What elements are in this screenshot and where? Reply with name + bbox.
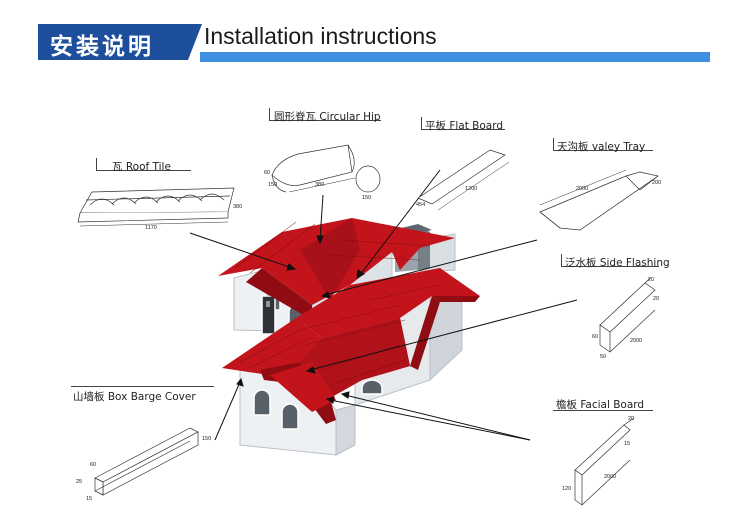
svg-text:15: 15	[86, 496, 92, 502]
roof-tile-label: 瓦 Roof Tile	[112, 161, 171, 173]
page-title-english: Installation instructions	[204, 23, 437, 49]
flat-board-label-tick	[421, 117, 422, 130]
svg-text:1200: 1200	[465, 186, 477, 192]
box-barge-cover-drawing: 60 25 150 15	[76, 427, 211, 502]
roof-tile-label-line	[96, 170, 191, 171]
svg-text:2000: 2000	[604, 474, 616, 480]
side-flashing-label: 泛水板 Side Flashing	[565, 257, 670, 269]
page-title-chinese: 安装说明	[50, 34, 154, 60]
roof	[218, 218, 480, 424]
roof-tile-label-tick	[96, 158, 97, 171]
title-badge	[38, 24, 188, 60]
side-flashing-label-tick	[561, 254, 562, 267]
circular-hip-drawing: 380 60 150 150	[264, 144, 381, 201]
svg-text:25: 25	[76, 479, 82, 485]
flat-board-label-line	[421, 129, 505, 130]
title-underline-bar	[200, 52, 710, 62]
box-barge-cover-label: 山墙板 Box Barge Cover	[73, 391, 196, 403]
svg-text:20: 20	[653, 296, 659, 302]
flat-board-drawing: 1200 454	[416, 149, 510, 211]
facial-board-label: 檐板 Facial Board	[556, 399, 645, 411]
svg-text:380: 380	[315, 182, 324, 188]
circular-hip-label-line	[269, 120, 381, 121]
facial-board-label-line	[553, 410, 653, 411]
side-flashing-drawing: 20 20 60 50 2000	[592, 277, 659, 360]
roof-tile-drawing: 1170 380	[77, 187, 242, 231]
side-flashing-label-line	[561, 266, 659, 267]
box-barge-cover-label-line	[71, 386, 214, 387]
valley-tray-label-tick	[553, 138, 554, 151]
svg-text:120: 120	[562, 486, 571, 492]
leader-arrows	[189, 169, 578, 441]
valley-tray-label-line	[553, 150, 653, 151]
svg-text:1170: 1170	[145, 225, 157, 231]
facial-board-drawing: 20 15 120 2000	[562, 416, 635, 506]
valley-tray-label: 天沟板 valey Tray	[557, 141, 646, 153]
svg-text:2000: 2000	[630, 338, 642, 344]
svg-text:20: 20	[628, 416, 634, 422]
circular-hip-label: 圆形脊瓦 Circular Hip	[274, 111, 381, 123]
svg-text:60: 60	[264, 170, 270, 176]
svg-text:15: 15	[624, 441, 630, 447]
circular-hip-label-tick	[269, 108, 270, 121]
svg-text:60: 60	[90, 462, 96, 468]
valley-tray-drawing: 2000 200	[539, 169, 661, 231]
flat-board-label: 平板 Flat Board	[425, 120, 504, 132]
svg-text:20: 20	[648, 277, 654, 283]
svg-text:150: 150	[268, 182, 277, 188]
svg-text:2000: 2000	[576, 186, 588, 192]
svg-text:150: 150	[202, 436, 211, 442]
svg-text:60: 60	[592, 334, 598, 340]
svg-text:200: 200	[652, 180, 661, 186]
svg-text:454: 454	[416, 202, 425, 208]
svg-text:150: 150	[362, 195, 371, 201]
svg-text:380: 380	[233, 204, 242, 210]
title-badge-tip	[188, 24, 202, 60]
svg-text:50: 50	[600, 354, 606, 360]
